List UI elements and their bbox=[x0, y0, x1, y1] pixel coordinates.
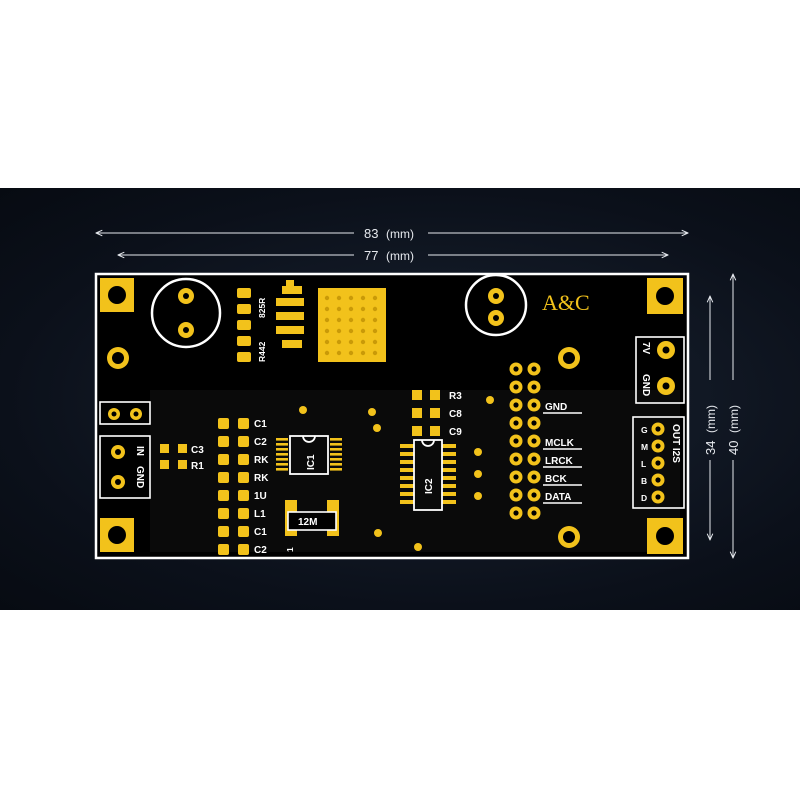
pin-header bbox=[509, 362, 541, 520]
inner-width-value: 77 bbox=[364, 248, 378, 263]
passive-label: C1 bbox=[254, 527, 267, 538]
dimension-inner-width: 77 (mm) bbox=[118, 248, 668, 263]
c9-label: C9 bbox=[449, 427, 462, 438]
pcb-diagram: 83 (mm) 77 (mm) 34 (mm) 40 (mm) bbox=[94, 226, 741, 560]
power-label-gnd: GND bbox=[640, 374, 651, 396]
passive-pad-left bbox=[218, 454, 229, 465]
ic2-label: IC2 bbox=[424, 478, 435, 494]
header-label-bck: BCK bbox=[545, 474, 567, 485]
outer-width-unit: (mm) bbox=[386, 227, 414, 241]
regulator-heat-pad bbox=[318, 288, 386, 362]
resistor-top-label: 825R bbox=[257, 298, 267, 318]
outer-width-value: 83 bbox=[364, 226, 378, 241]
passive-pad-right bbox=[238, 490, 249, 501]
pcb-board bbox=[94, 272, 690, 560]
passive-label: C2 bbox=[254, 437, 267, 448]
header-signal-labels: GND MCLK LRCK BCK DATA bbox=[543, 402, 582, 504]
passive-pad-right bbox=[238, 436, 249, 447]
crystal-label: 12M bbox=[298, 517, 317, 528]
brand-logo-text: A&C bbox=[542, 290, 590, 315]
c3-r1-pads: C3 R1 bbox=[160, 444, 204, 472]
r3-label: R3 bbox=[449, 391, 462, 402]
passive-pad-right bbox=[238, 454, 249, 465]
passive-label: C1 bbox=[254, 419, 267, 430]
jumper-block bbox=[99, 401, 151, 425]
vias bbox=[299, 396, 494, 551]
inner-height-unit: (mm) bbox=[704, 405, 718, 433]
regulator-footprint bbox=[276, 280, 386, 362]
dimension-outer-height: 40 (mm) bbox=[726, 274, 741, 558]
outer-height-unit: (mm) bbox=[727, 405, 741, 433]
power-label-7v: 7V bbox=[640, 342, 651, 355]
passive-label: L1 bbox=[254, 509, 266, 520]
passive-pad-left bbox=[218, 472, 229, 483]
resistor-side-label: R442 bbox=[257, 341, 267, 362]
passive-label: RK bbox=[254, 473, 269, 484]
header-label-lrck: LRCK bbox=[545, 456, 574, 467]
header-label-mclk: MCLK bbox=[545, 438, 575, 449]
out-i2s-title: OUT I2S bbox=[670, 424, 681, 463]
out-pin-g: G bbox=[641, 425, 648, 435]
passive-pad-left bbox=[218, 418, 229, 429]
out-pin-b: B bbox=[641, 476, 647, 486]
c8-label: C8 bbox=[449, 409, 462, 420]
dimension-outer-width: 83 (mm) bbox=[96, 226, 688, 241]
r1-label: R1 bbox=[191, 461, 204, 472]
passive-pad-left bbox=[218, 490, 229, 501]
crystal-pin-label: 1 bbox=[285, 547, 295, 552]
passive-pad-left bbox=[218, 436, 229, 447]
outer-height-value: 40 bbox=[726, 441, 741, 455]
passive-pad-right bbox=[238, 472, 249, 483]
header-label-data: DATA bbox=[545, 492, 571, 503]
header-label-gnd: GND bbox=[545, 402, 567, 413]
resistor-pads: 825R R442 bbox=[237, 288, 267, 362]
passive-pad-right bbox=[238, 526, 249, 537]
passive-pad-left bbox=[218, 526, 229, 537]
i2s-output-connector: G M L B D OUT I2S bbox=[632, 416, 685, 509]
out-pin-m: M bbox=[641, 442, 648, 452]
crystal-footprint: 12M 1 bbox=[285, 500, 339, 552]
ic1-label: IC1 bbox=[306, 454, 317, 470]
passive-label: RK bbox=[254, 455, 269, 466]
c3-label: C3 bbox=[191, 445, 204, 456]
power-connector: 7V GND bbox=[635, 336, 685, 404]
ic1-footprint: IC1 bbox=[276, 435, 342, 475]
passive-pad-left bbox=[218, 544, 229, 555]
capacitor-right bbox=[464, 273, 528, 337]
out-pin-d: D bbox=[641, 493, 647, 503]
ic2-footprint: IC2 bbox=[400, 439, 456, 511]
pcb-render-scene: 83 (mm) 77 (mm) 34 (mm) 40 (mm) bbox=[0, 188, 800, 610]
mounting-pads bbox=[100, 278, 683, 554]
input-gnd-label: GND bbox=[134, 466, 145, 488]
r3-c8-c9-pads: R3 C8 C9 bbox=[412, 390, 462, 438]
input-label: IN bbox=[134, 446, 145, 456]
inner-height-value: 34 bbox=[703, 441, 718, 455]
capacitor-left bbox=[150, 277, 222, 349]
passive-pad-right bbox=[238, 544, 249, 555]
passive-label: 1U bbox=[254, 491, 267, 502]
passive-label: C2 bbox=[254, 545, 267, 556]
input-connector: IN GND bbox=[99, 435, 151, 499]
out-pin-l: L bbox=[641, 459, 646, 469]
dimension-inner-height: 34 (mm) bbox=[703, 296, 718, 540]
passive-pad-left bbox=[218, 508, 229, 519]
passive-pad-right bbox=[238, 508, 249, 519]
passive-pad-right bbox=[238, 418, 249, 429]
inner-width-unit: (mm) bbox=[386, 249, 414, 263]
board-holes bbox=[107, 347, 580, 548]
